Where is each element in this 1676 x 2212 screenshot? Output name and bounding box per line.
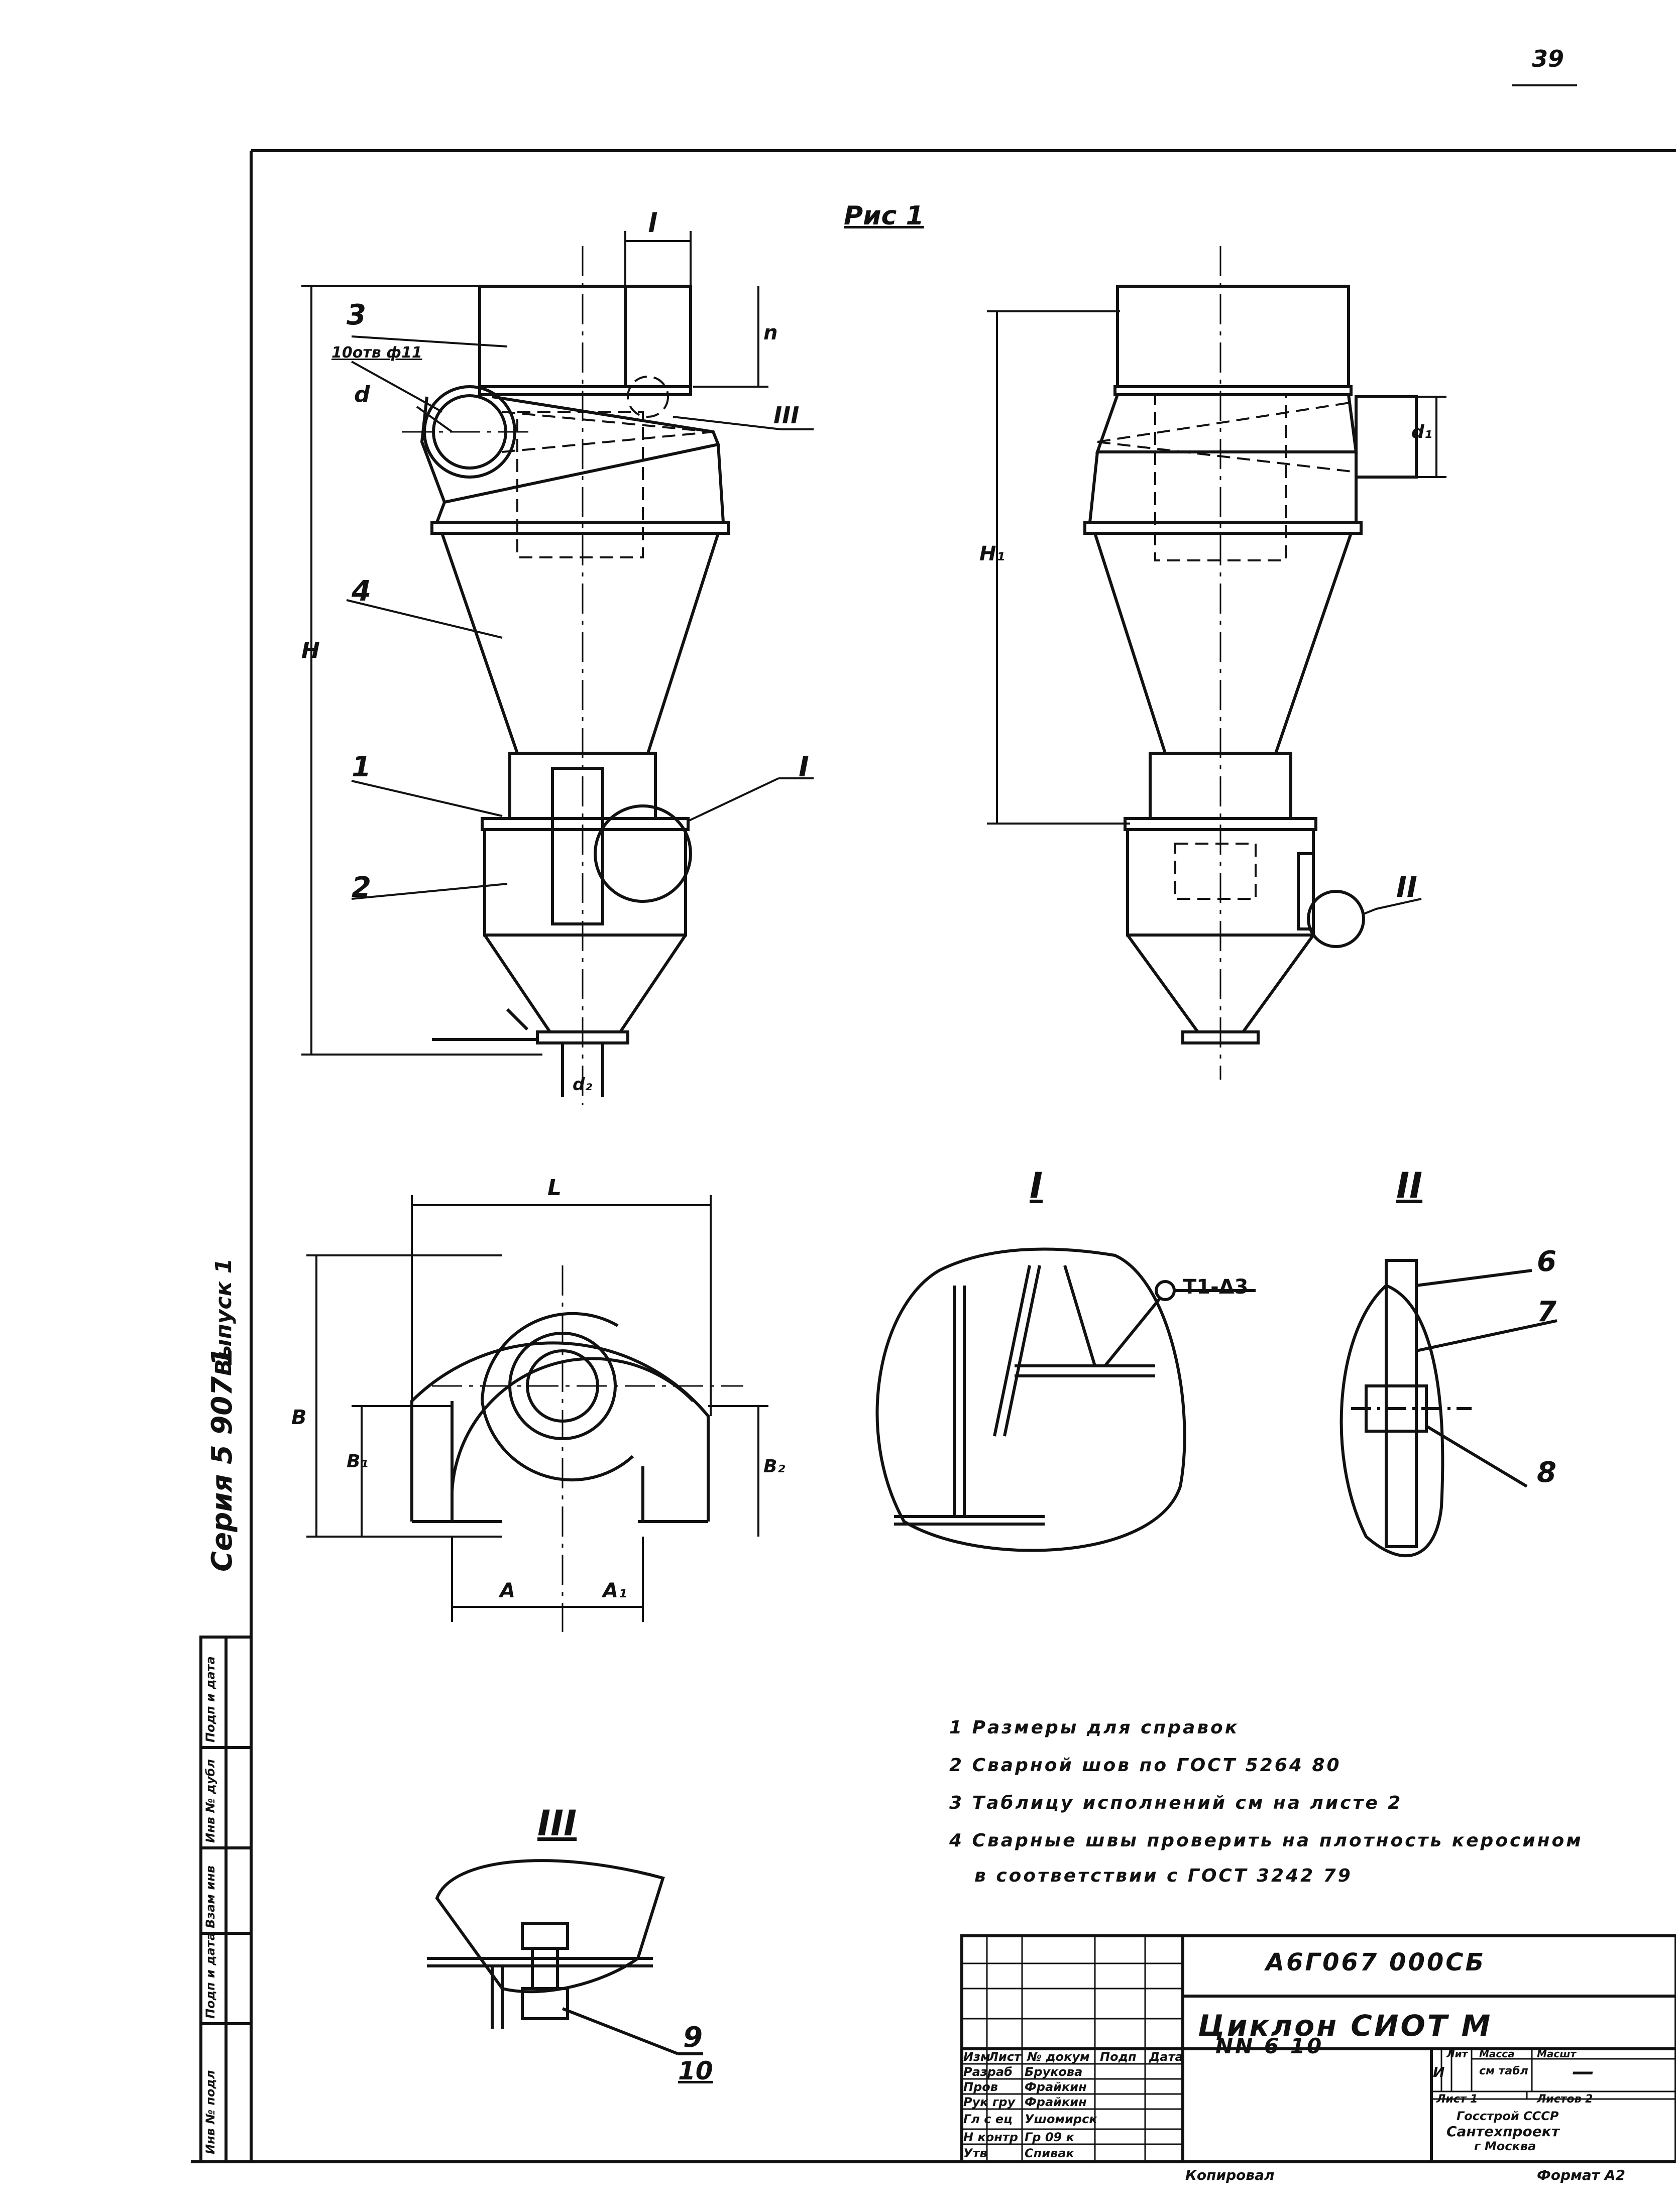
callout-2: 2 [352,871,371,904]
note-1: 1 Размеры для справок [949,1717,1240,1738]
dim-H: H [301,638,320,663]
detail-III [427,1859,703,2055]
lit-label: Лит [1446,2048,1468,2060]
front-view-axis [402,246,584,1105]
col-doc: № докум [1027,2050,1090,2064]
mass-label: Масса [1479,2048,1515,2060]
row-name-2: Фрайкин [1025,2095,1087,2109]
note-2: 2 Сварной шов по ГОСТ 5264 80 [949,1755,1342,1776]
dim-n: n [763,321,778,344]
title-block-grid [960,1934,1676,2163]
col-podp: Подп [1100,2050,1137,2064]
callout-8: 8 [1537,1456,1556,1489]
org-line-2: Сантехпроект [1446,2123,1559,2140]
page-number: 39 [1532,45,1565,72]
copied-label: Копировал [1185,2167,1275,2183]
issue-text: Выпуск 1 [211,1258,237,1376]
detail-III-title: III [537,1803,577,1844]
scale-label: Масшт [1537,2048,1577,2060]
mass-value: см табл [1479,2065,1528,2077]
col-izm: Изм [963,2050,990,2064]
dim-d: d [354,382,370,407]
front-view-hidden [502,376,714,558]
view-I-marker: I [799,751,809,783]
detail-I-title: I [1030,1165,1043,1206]
detail-I [875,1247,1256,1552]
note-4-cont: в соответствии с ГОСТ 3242 79 [974,1866,1353,1886]
callout-1: 1 [352,751,371,783]
row-name-4: Гр 09 к [1025,2130,1074,2144]
dim-B: B [291,1406,307,1429]
org-line-3: г Москва [1474,2139,1536,2153]
row-name-0: Брукова [1025,2065,1083,2079]
row-role-4: Н контр [963,2130,1018,2144]
row-role-0: Разраб [963,2065,1013,2079]
note-4: 4 Сварные швы проверить на плотность кер… [949,1830,1583,1851]
callout-3: 3 [347,299,366,331]
callout-9: 9 [683,2021,703,2054]
dim-L: L [547,1175,562,1201]
stamp-inv-podl: Инв № подл [203,2070,217,2154]
holes-label: 10отв ф11 [331,344,422,362]
doc-code: А6Г067 000СБ [1266,1948,1486,1976]
dim-A: A [500,1579,515,1602]
dim-H1: H₁ [979,542,1005,565]
scale-value: — [1572,2059,1594,2084]
stamp-vzam-inv: Взам инв [203,1866,217,1928]
row-role-3: Гл с ец [963,2112,1013,2126]
row-role-5: Утв [963,2146,987,2160]
sheet-label: Лист 1 [1436,2093,1478,2106]
front-view [420,285,730,1097]
format-label: Формат А2 [1537,2167,1625,2183]
dim-A1: A₁ [603,1579,627,1602]
stamp-podp-data-1: Подп и дата [203,1932,217,2019]
weld-symbol: Т1-Δ3 [1183,1275,1249,1299]
stamp-inv-dubl: Инв № дубл [203,1759,217,1843]
sheets-label: Листов 2 [1537,2093,1593,2106]
lit-value: И [1433,2064,1445,2080]
row-name-5: Спивак [1025,2146,1074,2160]
view-II-marker: II [1396,871,1417,904]
org-line-1: Госстрой СССР [1457,2109,1559,2123]
row-name-1: Фрайкин [1025,2080,1087,2094]
dim-d1: d₁ [1411,422,1432,442]
callout-10: 10 [678,2056,713,2085]
dim-B1: B₁ [347,1451,369,1472]
row-role-1: Пров [963,2080,998,2094]
callout-6: 6 [1537,1245,1556,1278]
series-text: Серия 5 907 1 [206,1347,239,1572]
dim-l: l [648,208,657,239]
col-list: Лист [988,2050,1021,2064]
dim-B2: B₂ [763,1456,786,1477]
col-data: Дата [1149,2050,1183,2064]
callout-7: 7 [1537,1296,1556,1328]
plan-view [410,1312,710,1523]
stamp-podp-data-2: Подп и дата [203,1656,217,1742]
row-role-2: Рук гру [963,2095,1016,2109]
dim-d2: d₂ [573,1075,593,1095]
note-3: 3 Таблицу исполнений см на листе 2 [949,1793,1403,1813]
row-name-3: Ушомирск [1025,2112,1097,2126]
view-III-marker: III [773,402,800,429]
side-view [1083,285,1418,1044]
callout-4: 4 [352,575,371,608]
detail-II [1339,1259,1557,1558]
figure-label: Рис 1 [844,201,924,231]
detail-II-title: II [1396,1165,1423,1206]
title-line-1: Циклон СИОТ М [1198,2009,1493,2043]
title-line-2: NN 6 10 [1215,2034,1324,2058]
